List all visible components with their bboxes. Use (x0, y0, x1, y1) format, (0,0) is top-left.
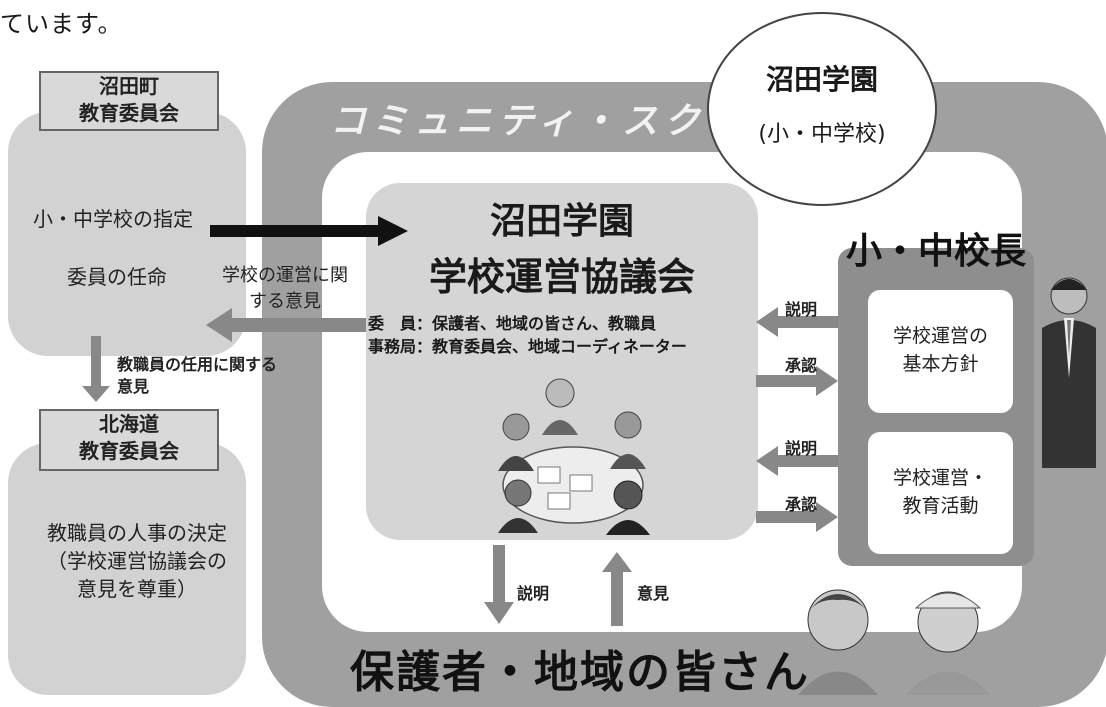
hokkaido-item-3: 意見を尊重） (77, 577, 197, 601)
policy-card: 学校運営の 基本方針 (868, 290, 1013, 413)
staff-opinion-label: 教職員の任用に関する 意見 (117, 354, 277, 398)
explain-label-1: 説明 (785, 300, 818, 319)
town-board-panel (8, 112, 246, 356)
staff-opinion-line2: 意見 (117, 377, 150, 396)
explain-down-label: 説明 (517, 584, 550, 603)
town-board-label: 沼田町 教育委員会 (39, 71, 219, 131)
community-people-illustration (798, 589, 990, 695)
opinion-up-label: 意見 (637, 584, 670, 603)
explain-label-2: 説明 (785, 439, 818, 458)
opinion-to-board-arrow (206, 308, 366, 342)
policy-card-line2: 基本方針 (902, 353, 979, 375)
activities-card-line1: 学校運営・ (892, 467, 988, 489)
explain-down-arrow (484, 545, 514, 624)
council-title-2: 学校運営協議会 (428, 255, 695, 299)
numata-gakuen-name: 沼田学園 (765, 63, 878, 96)
hokkaido-board-line2: 教育委員会 (79, 439, 179, 463)
activities-card-line2: 教育活動 (902, 495, 979, 517)
activities-card: 学校運営・ 教育活動 (868, 432, 1013, 554)
numata-gakuen-circle: 沼田学園 (小・中学校) (707, 12, 937, 206)
hokkaido-item-2: （学校運営協議会の (47, 549, 227, 573)
numata-gakuen-sub: (小・中学校) (758, 122, 886, 147)
hokkaido-board-panel (8, 443, 246, 695)
members-text: 保護者、地域の皆さん、教職員 (432, 314, 657, 333)
principal-title: 小・中校長 (846, 231, 1027, 272)
council-title-1: 沼田学園 (489, 201, 634, 242)
council-members: 委 員：保護者、地域の皆さん、教職員 (368, 310, 656, 334)
council-office: 事務局：教育委員会、地域コーディネーター (368, 333, 687, 357)
staff-opinion-line1: 教職員の任用に関する (117, 355, 278, 374)
principal-person-illustration (1042, 277, 1096, 468)
town-item-designation: 小・中学校の指定 (33, 207, 193, 231)
explain-arrow-2 (756, 446, 838, 476)
opinion-label-line1: 学校の運営に関 (222, 265, 348, 286)
intro-text: ています。 (0, 10, 123, 38)
staff-opinion-arrow (82, 336, 110, 402)
hokkaido-board-line1: 北海道 (99, 412, 159, 436)
members-label: 委 員： (368, 314, 433, 333)
meeting-illustration (498, 378, 650, 535)
opinion-to-board-label: 学校の運営に関 する意見 (222, 263, 348, 315)
approve-label-2: 承認 (785, 495, 818, 514)
approve-arrow-2 (756, 502, 838, 532)
hokkaido-item-1: 教職員の人事の決定 (47, 521, 227, 545)
policy-card-line1: 学校運営の (892, 325, 988, 347)
explain-arrow-1 (756, 307, 838, 337)
approve-arrow-1 (756, 366, 838, 396)
hokkaido-board-label: 北海道 教育委員会 (39, 409, 219, 471)
bottom-title: 保護者・地域の皆さん (350, 647, 810, 698)
opinion-label-line2: する意見 (249, 291, 321, 312)
office-text: 教育委員会、地域コーディネーター (432, 337, 687, 356)
town-board-line2: 教育委員会 (79, 101, 179, 125)
hokkaido-items: 教職員の人事の決定 （学校運営協議会の 意見を尊重） (32, 519, 242, 603)
approve-label-1: 承認 (785, 356, 818, 375)
town-board-line1: 沼田町 (99, 74, 159, 98)
office-label: 事務局： (368, 337, 433, 356)
designation-arrow (210, 216, 408, 246)
opinion-up-arrow (602, 552, 632, 626)
town-item-appointment: 委員の任命 (67, 265, 167, 289)
